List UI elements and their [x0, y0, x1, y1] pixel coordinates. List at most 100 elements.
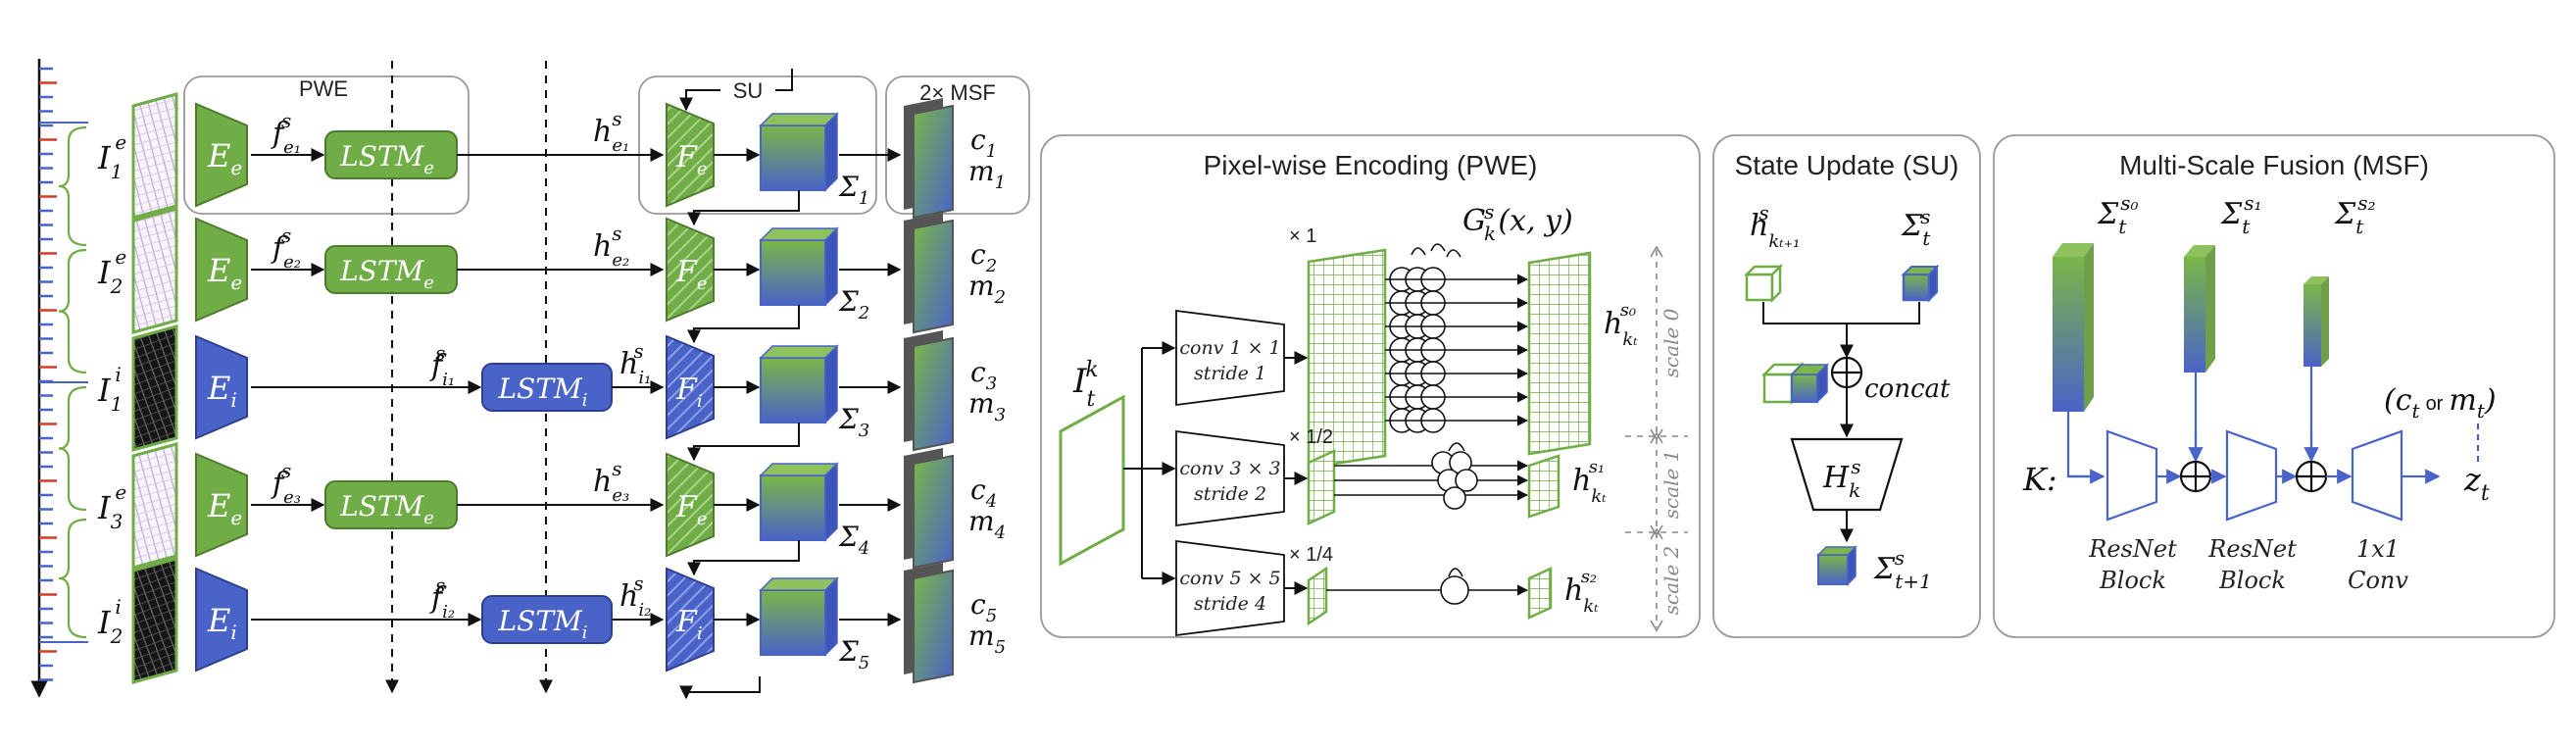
pwe-scale-factor: × 1/4 [1289, 544, 1333, 566]
row-input-label: I3e [97, 480, 126, 533]
msf-sigma-label-2: Σts₂ [2334, 191, 2376, 238]
row-encoder [195, 102, 248, 208]
row-c-label: c5 [970, 588, 997, 626]
su-hk-block [1790, 437, 1904, 512]
pwe-branch-lines [1123, 347, 1171, 579]
row-fuse [666, 217, 715, 323]
row-lstm-label: LSTMi [498, 605, 588, 643]
row-feature-label: fe₁s [271, 109, 301, 158]
msf-sigma-label-1: Σts₁ [2220, 191, 2262, 238]
frame-brace [58, 518, 87, 639]
row-c-label: c4 [970, 473, 997, 512]
row-input-image [131, 92, 178, 220]
row-c-label: c2 [970, 238, 997, 276]
msf-sigma-label-0: Σts₀ [2097, 191, 2139, 238]
su-panel-title: State Update (SU) [1735, 150, 1959, 180]
row-state-cube [759, 112, 839, 192]
pwe-conv-line1: conv 1 × 1 [1179, 337, 1280, 359]
row-msf-slab [904, 330, 954, 452]
row-state-cube [759, 576, 839, 657]
msf-k-label: K: [2022, 461, 2057, 498]
row-fuse-label: Fi [675, 373, 703, 412]
row-input-label: I2i [97, 595, 123, 648]
pwe-group-box [183, 75, 470, 215]
pwe-input-grid [1307, 449, 1336, 525]
pwe-conv-line2: stride 1 [1194, 363, 1266, 384]
su-h-cube [1743, 263, 1784, 304]
row-sigma-label: Σ4 [838, 521, 869, 559]
row-feature-label: fe₃s [271, 459, 301, 508]
su-merge-lines [1762, 302, 1920, 358]
row-m-label: m4 [968, 505, 1006, 543]
row-encoder-label: Ee [207, 487, 242, 529]
msf-conv-block [2351, 429, 2403, 522]
msf-sigma-slab-2 [2304, 276, 2329, 367]
pwe-input-grid [1307, 566, 1328, 626]
row-encoder-label: Ee [207, 137, 242, 179]
su-group-box [638, 75, 877, 215]
msf-panel-title: Multi-Scale Fusion (MSF) [2119, 150, 2429, 180]
pwe-conv-block [1175, 309, 1285, 407]
row-feedback-arrow [687, 190, 800, 226]
row-encoder-label: Ee [207, 252, 242, 294]
su-concat-cubes [1760, 361, 1829, 406]
pwe-scale-label: scale 2 [1660, 546, 1683, 616]
row-feature-label: fi₂s [429, 573, 455, 622]
frame-brace [58, 385, 87, 512]
msf-resnet-block-1 [2105, 429, 2158, 522]
row-state-cube [759, 226, 839, 307]
msf-sigma-slab-0 [2053, 243, 2094, 412]
row-m-label: m3 [968, 387, 1006, 425]
su-sigma-cube [1901, 264, 1940, 303]
pwe-output-grid [1527, 567, 1553, 620]
row-state-cube [759, 344, 839, 424]
frame-brace [58, 125, 87, 247]
pwe-conv-line2: stride 4 [1194, 593, 1266, 615]
row-c-label: c3 [970, 356, 997, 394]
row-lstm-label: LSTMi [498, 373, 588, 411]
row-msf-slab [904, 563, 954, 684]
row-feedback-arrow [687, 423, 800, 462]
pwe-conv-line1: conv 5 × 5 [1179, 568, 1280, 589]
pwe-conv-block [1175, 539, 1285, 637]
pwe-conv-line1: conv 3 × 3 [1179, 458, 1280, 479]
msf-panel-border [1993, 134, 2555, 638]
row-encoder-label: Ei [207, 370, 237, 412]
pwe-output-label: hkₜs₀ [1604, 300, 1638, 350]
row-hidden-label: he₂s [593, 222, 629, 271]
frame-brace [58, 248, 87, 374]
row-sigma-label: Σ2 [838, 285, 869, 324]
row-fuse-label: Fe [675, 140, 707, 179]
row-sigma-label: Σ3 [838, 403, 869, 441]
row-encoder [195, 452, 248, 558]
row-lstm-label: LSTMe [339, 255, 434, 293]
row-input-image [131, 207, 178, 334]
row-fuse-label: Fe [675, 490, 707, 529]
row-lstm-label: LSTMe [339, 140, 434, 178]
pwe-scale-label: scale 0 [1660, 308, 1683, 377]
su-hk-label: Hks [1822, 455, 1861, 502]
row-input-image [131, 442, 178, 570]
pwe-input-plane [1059, 394, 1125, 567]
row-fuse [666, 567, 715, 672]
row-input-label: I1e [97, 130, 126, 183]
row-input-image [131, 324, 178, 452]
su-sigma-out-label: Σt+1s [1873, 546, 1932, 593]
row-feature-label: fe₂s [271, 224, 301, 273]
row-fuse [666, 334, 715, 440]
msf-block-3-line1: 1x1 [2356, 535, 2400, 563]
row-feature-label: fi₁s [429, 341, 455, 390]
row-encoder [195, 567, 248, 672]
msf-group-box [885, 75, 1030, 215]
su-panel: State Update (SU) hkₜ₊₁s Σts concat [1712, 134, 1981, 638]
row-m-label: m1 [968, 155, 1006, 193]
